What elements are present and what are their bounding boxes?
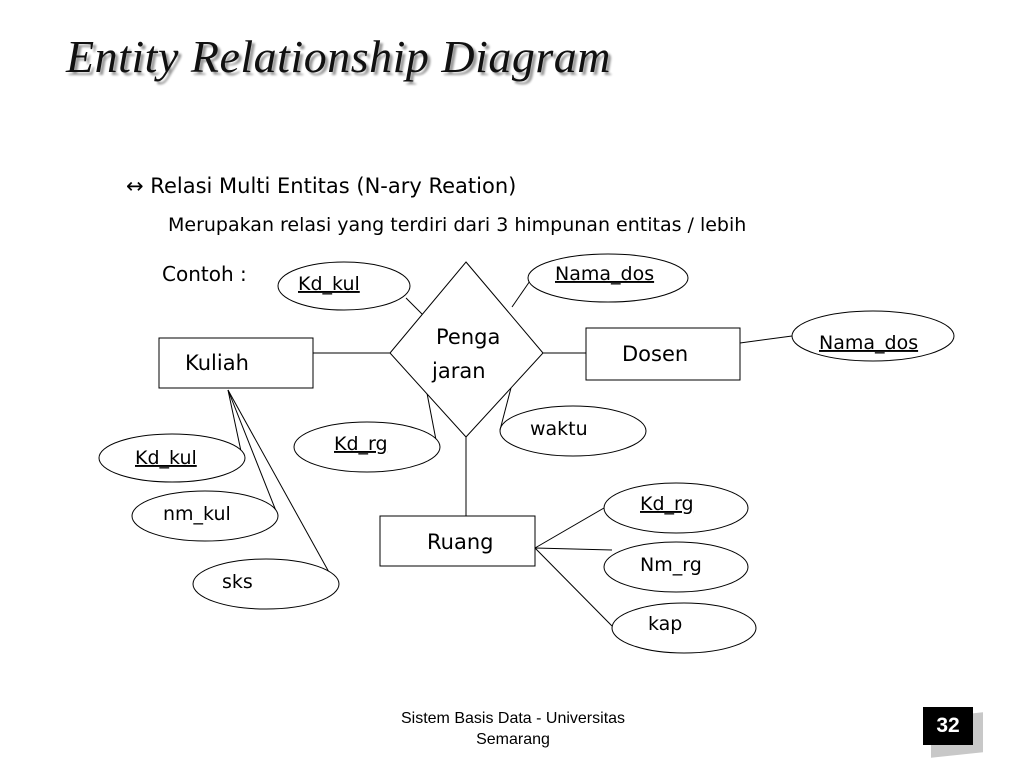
line-rel-kdrg bbox=[425, 387, 437, 441]
line-kuliah-kdkul bbox=[227, 389, 243, 457]
attr-rel-kdkul bbox=[277, 261, 411, 311]
footer-line2: Semarang bbox=[476, 731, 550, 748]
attr-ruang-kdrg bbox=[603, 482, 749, 534]
attr-dosen-namados-label: Nama_dos bbox=[819, 332, 918, 354]
bidirectional-arrow-icon: ↔ bbox=[126, 174, 144, 198]
relationship-label-line1: Penga bbox=[436, 325, 500, 349]
line-ruang-kap bbox=[534, 547, 613, 627]
attr-kuliah-kdkul bbox=[98, 433, 246, 483]
entity-ruang bbox=[379, 515, 536, 567]
attr-ruang-kap-label: kap bbox=[648, 613, 682, 635]
line-rel-namados bbox=[511, 277, 533, 308]
attr-dosen-namados bbox=[791, 310, 955, 362]
line-kuliah-sks bbox=[227, 389, 331, 575]
attr-kuliah-nmkul-label: nm_kul bbox=[163, 503, 231, 525]
line-kuliah-nmkul bbox=[227, 389, 279, 517]
entity-ruang-label: Ruang bbox=[427, 530, 493, 554]
attr-kuliah-nmkul bbox=[131, 490, 279, 542]
description-text: Merupakan relasi yang terdiri dari 3 him… bbox=[168, 214, 747, 236]
line-ruang-kdrg bbox=[534, 507, 605, 549]
line-dosen-namados bbox=[739, 335, 793, 344]
attr-kuliah-sks bbox=[192, 558, 340, 610]
footer-line1: Sistem Basis Data - Universitas bbox=[400, 710, 626, 727]
attr-rel-kdrg bbox=[293, 421, 441, 473]
heading-text: Relasi Multi Entitas (N-ary Reation) bbox=[150, 174, 517, 198]
footer: Sistem Basis Data - Universitas Semarang bbox=[346, 708, 680, 750]
attr-ruang-nmrg bbox=[603, 541, 749, 593]
line-ruang-nmrg bbox=[534, 547, 613, 551]
relationship-diamond bbox=[389, 261, 544, 438]
attr-rel-kdrg-label: Kd_rg bbox=[334, 433, 388, 455]
attr-kuliah-sks-label: sks bbox=[222, 571, 253, 593]
connector-lines bbox=[227, 277, 793, 627]
attr-rel-waktu-label: waktu bbox=[530, 418, 588, 440]
entity-dosen-label: Dosen bbox=[622, 342, 688, 366]
entity-dosen bbox=[585, 327, 741, 381]
attr-ruang-kdrg-label: Kd_rg bbox=[640, 493, 694, 515]
attr-rel-namados bbox=[527, 253, 689, 303]
bullet-heading: ↔ Relasi Multi Entitas (N-ary Reation) bbox=[126, 174, 516, 198]
entity-kuliah bbox=[158, 337, 314, 389]
attr-rel-waktu bbox=[499, 405, 647, 457]
entity-kuliah-label: Kuliah bbox=[185, 351, 249, 375]
attr-ruang-nmrg-label: Nm_rg bbox=[640, 554, 702, 576]
slide-title: Entity Relationship Diagram bbox=[66, 31, 612, 82]
attr-ruang-kap bbox=[611, 602, 757, 654]
attr-rel-namados-label: Nama_dos bbox=[555, 263, 654, 285]
attr-rel-kdkul-label: Kd_kul bbox=[298, 273, 360, 295]
line-rel-waktu bbox=[499, 383, 513, 431]
example-label: Contoh : bbox=[162, 262, 247, 286]
relationship-label-line2: jaran bbox=[431, 359, 486, 383]
attr-kuliah-kdkul-label: Kd_kul bbox=[135, 447, 197, 469]
page-number: 32 bbox=[923, 707, 973, 745]
